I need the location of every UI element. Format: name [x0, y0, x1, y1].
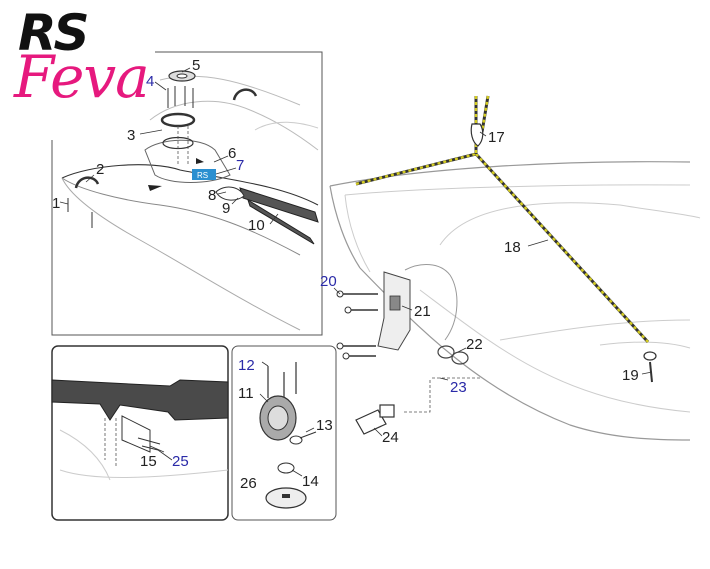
callout-19: 19	[622, 367, 639, 384]
callout-11: 11	[238, 385, 254, 402]
decal-text: RS	[197, 171, 208, 180]
logo-model: Feva	[14, 43, 150, 111]
callout-4: 4	[146, 73, 154, 90]
callout-23: 23	[450, 379, 467, 396]
callout-8: 8	[208, 187, 216, 204]
callout-5: 5	[192, 57, 200, 74]
callout-3: 3	[127, 127, 135, 144]
callout-13: 13	[316, 417, 333, 434]
callout-17: 17	[488, 129, 505, 146]
callout-12: 12	[238, 357, 255, 374]
callout-24: 24	[382, 429, 399, 446]
logo-brand: RS	[18, 4, 89, 62]
callout-9: 9	[222, 200, 230, 217]
callout-15: 15	[140, 453, 157, 470]
callout-1: 1	[52, 195, 60, 212]
callout-7: 7	[236, 157, 244, 174]
callout-10: 10	[248, 217, 265, 234]
rs-decal	[192, 169, 216, 180]
callout-26: 26	[240, 475, 257, 492]
rs-feva-logo: RS Feva	[14, 4, 150, 118]
leader-lines	[59, 67, 653, 477]
callout-22: 22	[466, 336, 483, 353]
callout-2: 2	[96, 161, 104, 178]
mast-step-detail-panel: RS	[51, 51, 323, 336]
callout-6: 6	[228, 145, 236, 162]
callout-21: 21	[414, 303, 431, 320]
callout-20: 20	[320, 273, 337, 290]
callout-14: 14	[302, 473, 319, 490]
rudder-detail-panel	[51, 345, 229, 521]
callout-25: 25	[172, 453, 189, 470]
callout-18: 18	[504, 239, 521, 256]
hatch-detail-panel	[231, 345, 337, 521]
callouts: 1 2 3 4 5 6 7 8 9 10 11 12 13 14 15 17 1…	[52, 57, 639, 492]
hull-drawing	[329, 95, 701, 441]
